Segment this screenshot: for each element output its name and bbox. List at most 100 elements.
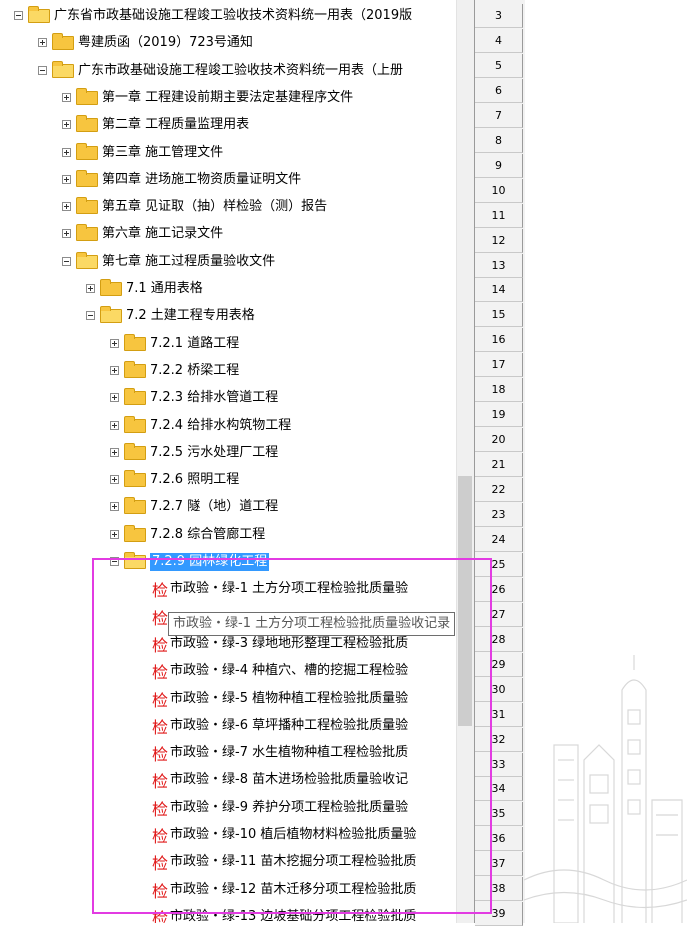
- expand-icon[interactable]: [62, 202, 71, 212]
- folder-open-icon: [100, 306, 122, 324]
- tree-item-form[interactable]: 检市政验・绿-13 边坡基础分项工程检验批质: [0, 904, 456, 923]
- tree-item-folder[interactable]: 第一章 工程建设前期主要法定基建程序文件: [0, 85, 456, 111]
- tree-item-label: 第四章 进场施工物资质量证明文件: [102, 171, 302, 187]
- form-document-icon: 检: [152, 635, 169, 655]
- row-number-cell: 8: [475, 128, 523, 153]
- tree-item-folder[interactable]: 第二章 工程质量监理用表: [0, 112, 456, 138]
- tree-pane[interactable]: 广东省市政基础设施工程竣工验收技术资料统一用表（2019版粤建质函（2019）7…: [0, 0, 456, 923]
- tree-item-label: 市政验・绿-6 草坪播种工程检验批质量验: [170, 717, 409, 733]
- expand-icon[interactable]: [38, 38, 47, 48]
- expand-icon[interactable]: [110, 338, 119, 348]
- tree-item-label: 第二章 工程质量监理用表: [102, 117, 250, 133]
- tree-item-folder[interactable]: 7.2.5 污水处理厂工程: [0, 440, 456, 466]
- expand-icon[interactable]: [110, 502, 119, 512]
- expand-icon[interactable]: [110, 393, 119, 403]
- form-document-icon: 检: [152, 772, 169, 792]
- row-number-cell: 11: [475, 203, 523, 228]
- expand-icon[interactable]: [110, 365, 119, 375]
- tree-item-folder[interactable]: 粤建质函（2019）723号通知: [0, 30, 456, 56]
- row-number-cell: 38: [475, 877, 523, 902]
- tree-item-form[interactable]: 检市政验・绿-12 苗木迁移分项工程检验批质: [0, 877, 456, 903]
- collapse-icon[interactable]: [38, 65, 47, 75]
- collapse-icon[interactable]: [14, 11, 23, 20]
- tree-item-label: 市政验・绿-1 土方分项工程检验批质量验: [170, 581, 409, 597]
- row-number-cell: 29: [475, 652, 523, 677]
- expand-icon[interactable]: [110, 420, 119, 430]
- row-number-cell: 34: [475, 777, 523, 802]
- tree-item-folder[interactable]: 第四章 进场施工物资质量证明文件: [0, 167, 456, 193]
- form-document-icon: 检: [152, 908, 169, 923]
- form-document-icon: 检: [152, 663, 169, 683]
- tree-item-label: 第七章 施工过程质量验收文件: [102, 253, 276, 269]
- tree-item-folder[interactable]: 7.2.7 隧（地）道工程: [0, 494, 456, 520]
- row-number-cell: 3: [475, 4, 523, 28]
- expand-icon[interactable]: [62, 147, 71, 157]
- tree-item-folder[interactable]: 第七章 施工过程质量验收文件: [0, 249, 456, 275]
- tree-item-label: 7.2.3 给排水管道工程: [150, 390, 279, 406]
- row-number-cell: 6: [475, 78, 523, 103]
- form-document-icon: 检: [152, 690, 169, 710]
- tree-item-label: 7.2.8 综合管廊工程: [150, 526, 266, 542]
- tree-item-label: 市政验・绿-4 种植穴、槽的挖掘工程检验: [170, 663, 409, 679]
- tree-item-folder[interactable]: 7.2.4 给排水构筑物工程: [0, 413, 456, 439]
- expand-icon[interactable]: [62, 229, 71, 239]
- folder-icon: [124, 524, 146, 542]
- tree-item-folder[interactable]: 7.2.8 综合管廊工程: [0, 522, 456, 548]
- expand-icon[interactable]: [110, 447, 119, 457]
- tree-item-label: 7.2 土建工程专用表格: [126, 308, 255, 324]
- tree-item-form[interactable]: 检市政验・绿-6 草坪播种工程检验批质量验: [0, 713, 456, 739]
- folder-icon: [76, 142, 98, 160]
- tree-item-folder[interactable]: 广东省市政基础设施工程竣工验收技术资料统一用表（2019版: [0, 3, 456, 29]
- tree-item-form[interactable]: 检市政验・绿-4 种植穴、槽的挖掘工程检验: [0, 658, 456, 684]
- tree-item-label: 市政验・绿-9 养护分项工程检验批质量验: [170, 799, 409, 815]
- tree-item-label: 市政验・绿-5 植物种植工程检验批质量验: [170, 690, 409, 706]
- row-number-cell: 35: [475, 802, 523, 827]
- tree-item-folder[interactable]: 7.2.9 园林绿化工程: [0, 549, 456, 575]
- vertical-scrollbar[interactable]: [456, 0, 474, 923]
- tree-item-form[interactable]: 检市政验・绿-11 苗木挖掘分项工程检验批质: [0, 849, 456, 875]
- tree-item-folder[interactable]: 第三章 施工管理文件: [0, 140, 456, 166]
- tree-item-folder[interactable]: 7.1 通用表格: [0, 276, 456, 302]
- tree-item-form[interactable]: 检市政验・绿-1 土方分项工程检验批质量验: [0, 576, 456, 602]
- tree-item-form[interactable]: 检市政验・绿-9 养护分项工程检验批质量验: [0, 795, 456, 821]
- tree-item-label: 7.2.1 道路工程: [150, 335, 240, 351]
- tree-item-label: 7.1 通用表格: [126, 281, 203, 296]
- tree-item-folder[interactable]: 7.2.2 桥梁工程: [0, 358, 456, 384]
- tree-item-folder[interactable]: 7.2.3 给排水管道工程: [0, 385, 456, 411]
- expand-icon[interactable]: [86, 284, 95, 293]
- folder-icon: [124, 333, 146, 351]
- scrollbar-thumb[interactable]: [458, 476, 472, 726]
- tree-item-folder[interactable]: 第五章 见证取（抽）样检验（测）报告: [0, 194, 456, 220]
- tree-item-label: 市政验・绿-12 苗木迁移分项工程检验批质: [170, 881, 417, 897]
- expand-icon[interactable]: [110, 475, 119, 485]
- folder-icon: [76, 224, 98, 242]
- expand-icon[interactable]: [110, 529, 119, 539]
- collapse-icon[interactable]: [110, 557, 119, 566]
- row-number-cell: 7: [475, 103, 523, 128]
- tree-item-label: 市政验・绿-8 苗木进场检验批质量验收记: [170, 772, 409, 788]
- tree-item-folder[interactable]: 7.2.1 道路工程: [0, 331, 456, 357]
- tree-item-form[interactable]: 检市政验・绿-5 植物种植工程检验批质量验: [0, 686, 456, 712]
- folder-icon: [124, 497, 146, 515]
- expand-icon[interactable]: [62, 120, 71, 130]
- tree-item-form[interactable]: 检: [0, 604, 456, 630]
- tree-item-folder[interactable]: 第六章 施工记录文件: [0, 221, 456, 247]
- tree-item-label: 第三章 施工管理文件: [102, 144, 224, 160]
- expand-icon[interactable]: [62, 174, 71, 184]
- tree-item-folder[interactable]: 7.2.6 照明工程: [0, 467, 456, 493]
- folder-icon: [52, 33, 74, 51]
- row-number-cell: 9: [475, 153, 523, 178]
- tree-item-form[interactable]: 检市政验・绿-7 水生植物种植工程检验批质: [0, 740, 456, 766]
- collapse-icon[interactable]: [62, 256, 71, 266]
- folder-icon: [76, 197, 98, 215]
- tree-item-folder[interactable]: 7.2 土建工程专用表格: [0, 303, 456, 329]
- row-number-cell: 27: [475, 602, 523, 627]
- tree-item-form[interactable]: 检市政验・绿-10 植后植物材料检验批质量验: [0, 822, 456, 848]
- expand-icon[interactable]: [62, 92, 71, 102]
- tree-item-label: 7.2.6 照明工程: [150, 472, 240, 488]
- collapse-icon[interactable]: [86, 311, 95, 321]
- tree-item-form[interactable]: 检市政验・绿-3 绿地地形整理工程检验批质: [0, 631, 456, 657]
- tree-item-folder[interactable]: 广东市政基础设施工程竣工验收技术资料统一用表（上册: [0, 58, 456, 84]
- tree-item-form[interactable]: 检市政验・绿-8 苗木进场检验批质量验收记: [0, 767, 456, 793]
